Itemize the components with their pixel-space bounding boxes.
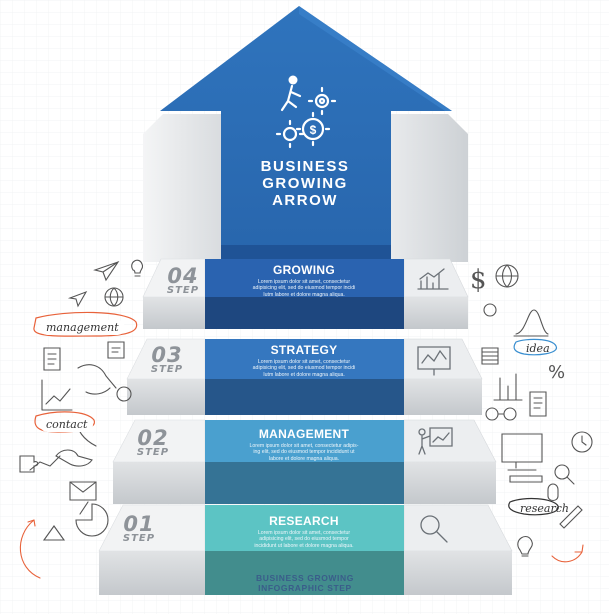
- right-doodles: $ %: [470, 264, 593, 563]
- step-center-front: [205, 462, 404, 504]
- step-center-front: [205, 551, 404, 595]
- step-body-research: Lorem ipsum dolor sit amet, consectetur …: [254, 530, 354, 549]
- footer-title: BUSINESS GROWING INFOGRAPHIC STEP: [256, 573, 354, 593]
- monitor-icon: [501, 433, 543, 471]
- step-word: STEP: [122, 533, 156, 544]
- coin-stack-icon: [481, 347, 499, 365]
- magnifier-icon: [554, 464, 570, 480]
- step-number-03: 03 STEP: [132, 345, 202, 375]
- growing-arrow: [143, 6, 468, 262]
- svg-text:$: $: [310, 123, 317, 137]
- line-chart-sketch-icon: [41, 379, 73, 411]
- step-left-front: [143, 297, 205, 329]
- step-right-front: [404, 462, 496, 504]
- presenter-board-sketch-icon: [418, 427, 453, 455]
- step-number-01: 01 STEP: [104, 514, 174, 544]
- step-body-growing: Lorem ipsum dolor sit amet, consectetur …: [252, 279, 356, 298]
- sticky-note-icon: [107, 341, 125, 359]
- handshake-hand-icon: [77, 364, 117, 395]
- bell-curve-chart-icon: [513, 309, 549, 337]
- step-title-strategy: STRATEGY: [270, 343, 338, 357]
- bar-chart-sketch-icon: [417, 268, 449, 290]
- pie-chart-icon: [75, 501, 109, 537]
- steps-group: [98, 258, 513, 595]
- step-left-front: [127, 379, 205, 415]
- envelope-icon: [69, 481, 97, 501]
- mouse-icon: [547, 483, 559, 502]
- step-center-front: [205, 379, 404, 415]
- step-title-management: MANAGEMENT: [258, 427, 350, 441]
- step-body-strategy: Lorem ipsum dolor sit amet, consectetur …: [252, 359, 356, 378]
- step-center-front: [205, 297, 404, 329]
- step-number-04: 04 STEP: [148, 266, 218, 296]
- step-number: 03: [151, 343, 183, 367]
- step-title-growing: GROWING: [272, 263, 336, 277]
- magnifier-sketch-icon: [420, 515, 448, 543]
- step-block: [142, 258, 469, 329]
- keyboard-icon: [509, 475, 543, 483]
- percent-icon: %: [548, 362, 565, 383]
- paper-plane-icon: [67, 290, 88, 308]
- doodle-tag-research: research: [520, 502, 569, 515]
- step-block: [112, 419, 497, 504]
- lightbulb-icon: [131, 259, 144, 277]
- step-body-management: Lorem ipsum dolor sit amet, consectetur …: [249, 443, 359, 462]
- curved-arrow-icon: [19, 519, 41, 579]
- pencil-icon: [559, 505, 583, 529]
- step-number: 02: [137, 426, 169, 450]
- step-center-top: [205, 505, 404, 551]
- arrow-title: BUSINESS GROWING ARROW: [260, 158, 350, 209]
- handshake-icon: [55, 449, 93, 467]
- step-word: STEP: [166, 285, 200, 296]
- step-block: [126, 338, 483, 415]
- step-right-front: [404, 297, 468, 329]
- up-arrow-sketch-icon: [42, 525, 66, 541]
- step-word: STEP: [150, 364, 184, 375]
- paper-plane-icon: [93, 260, 120, 282]
- curved-arrow-icon: [551, 544, 584, 563]
- doodle-tag-idea: idea: [526, 342, 550, 355]
- step-right-front: [404, 551, 512, 595]
- step-center-top: [205, 420, 404, 462]
- step-left-front: [113, 462, 205, 504]
- left-doodles: [19, 259, 144, 579]
- lightbulb-icon: [517, 536, 533, 557]
- businessman-climbing-gears-icon: $: [275, 75, 337, 149]
- step-left-front: [99, 551, 205, 595]
- step-number: 04: [167, 264, 199, 288]
- step-number-02: 02 STEP: [118, 428, 188, 458]
- doodle-tag-management: management: [40, 320, 125, 335]
- glasses-icon: [485, 407, 517, 421]
- coin-icon: [483, 303, 497, 317]
- document-icon: [529, 391, 547, 417]
- step-title-research: RESEARCH: [269, 514, 339, 528]
- clock-icon: [571, 431, 593, 453]
- step-center-top: [205, 259, 404, 297]
- chart-board-sketch-icon: [417, 346, 451, 376]
- step-number: 01: [123, 512, 155, 536]
- step-center-top: [205, 339, 404, 379]
- stairs-chart-icon: [29, 455, 61, 471]
- bar-chart-icon: [493, 373, 523, 401]
- dollar-sign-icon: $: [470, 265, 487, 295]
- step-right-front: [404, 379, 482, 415]
- doodle-tag-contact: contact: [40, 417, 94, 432]
- clipboard-icon: [43, 347, 61, 371]
- gear-icon: [116, 386, 132, 402]
- step-word: STEP: [136, 447, 170, 458]
